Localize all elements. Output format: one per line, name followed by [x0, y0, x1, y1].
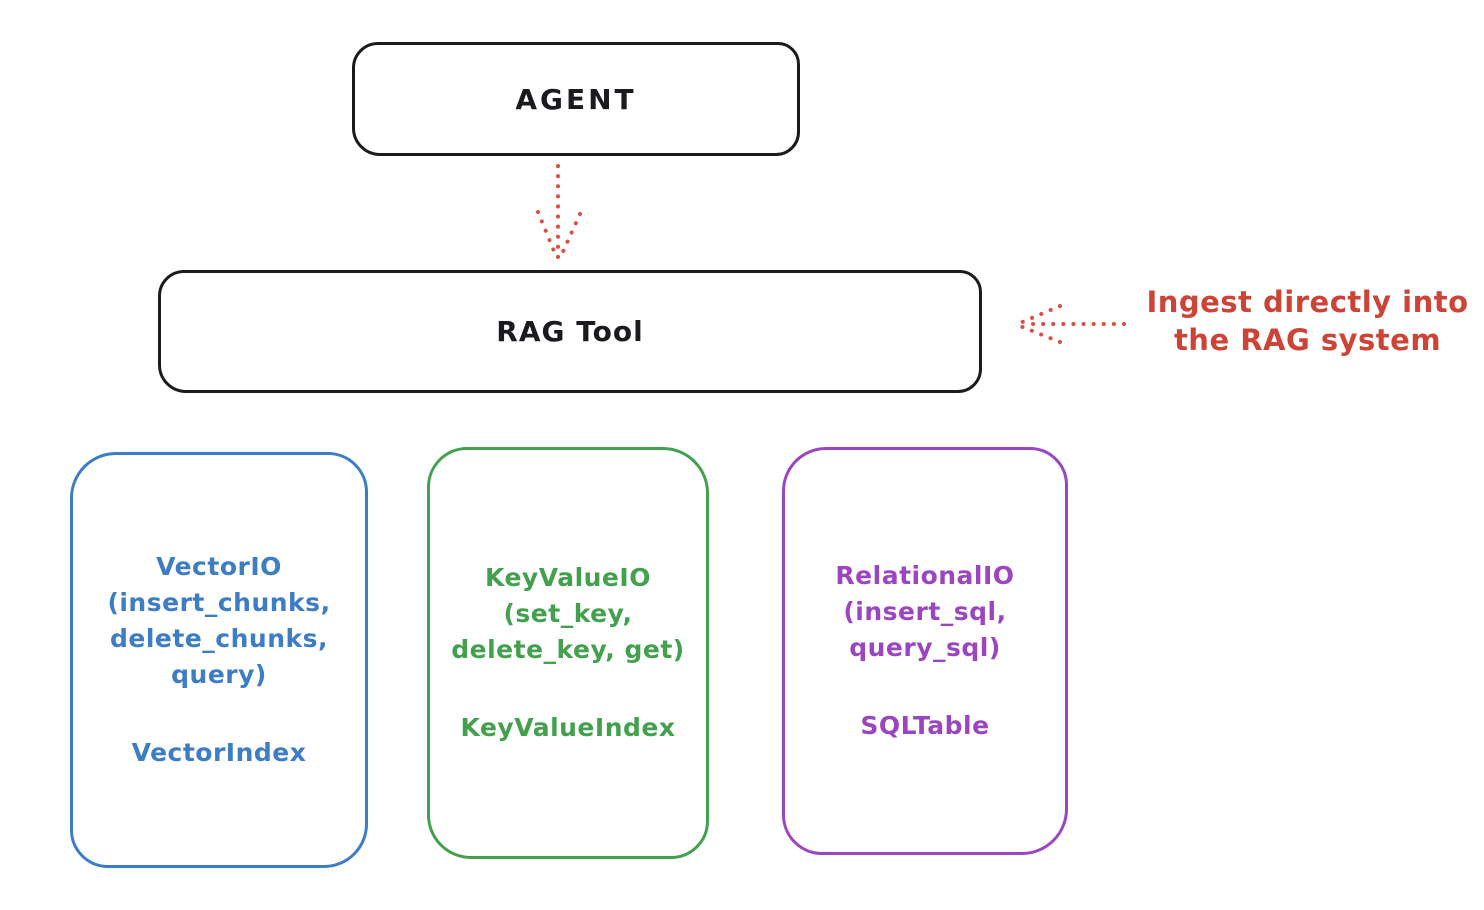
relational-io-box: RelationalIO (insert_sql, query_sql) SQL… [782, 447, 1068, 855]
keyvalue-io-line: KeyValueIO [485, 563, 651, 592]
relational-io-line: query_sql) [849, 633, 1001, 662]
agent-box: AGENT [352, 42, 800, 156]
keyvalue-io-params: KeyValueIO (set_key, delete_key, get) [451, 560, 684, 668]
agent-box-label: AGENT [515, 82, 637, 116]
keyvalue-io-box: KeyValueIO (set_key, delete_key, get) Ke… [427, 447, 709, 859]
vector-index-label: VectorIndex [131, 738, 307, 767]
relational-io-params: RelationalIO (insert_sql, query_sql) [835, 558, 1014, 666]
ingest-annotation-line1: Ingest directly into [1146, 285, 1469, 319]
rag-tool-box-label: RAG Tool [496, 315, 644, 348]
ingest-arrow-icon [1018, 304, 1126, 344]
vector-io-line: VectorIO [156, 552, 282, 581]
relational-io-line: RelationalIO [835, 561, 1015, 590]
keyvalue-io-line: delete_key, get) [451, 635, 685, 664]
ingest-annotation: Ingest directly into the RAG system [1135, 283, 1480, 359]
vector-io-line: delete_chunks, [110, 624, 328, 653]
vector-io-box: VectorIO (insert_chunks, delete_chunks, … [70, 452, 368, 868]
vector-io-params: VectorIO (insert_chunks, delete_chunks, … [107, 549, 330, 693]
sql-table-label: SQLTable [860, 711, 990, 740]
keyvalue-io-line: (set_key, [503, 599, 633, 628]
agent-to-ragtool-arrow-icon [536, 164, 582, 260]
relational-io-line: (insert_sql, [843, 597, 1007, 626]
keyvalue-index-label: KeyValueIndex [460, 713, 676, 742]
ingest-annotation-line2: the RAG system [1173, 323, 1442, 357]
vector-io-line: query) [171, 660, 267, 689]
vector-io-line: (insert_chunks, [107, 588, 331, 617]
rag-tool-box: RAG Tool [158, 270, 982, 393]
